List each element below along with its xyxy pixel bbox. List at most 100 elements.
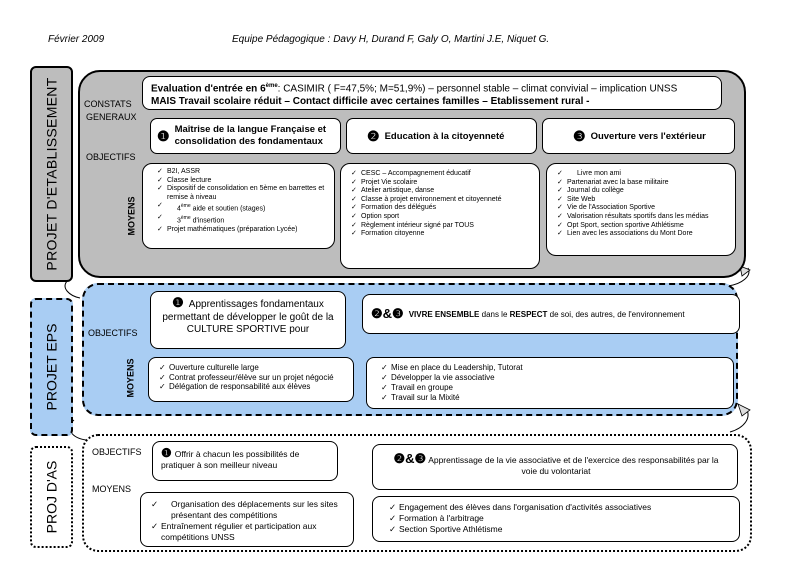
as-moyens-1-item: Organisation des déplacements sur les si… (151, 499, 347, 521)
constats-label: CONSTATS (84, 99, 132, 109)
constats-line-1-bold: Evaluation d'entrée en 6 (151, 83, 266, 95)
etablissement-moyens-label-text: MOYENS (126, 196, 137, 236)
eps-objective-2-post: de soi, des autres, de l'environnement (547, 309, 685, 319)
eps-objective-2-number: ❷&❸ (371, 306, 404, 321)
as-objective-2-number: ❷&❸ (393, 451, 427, 466)
eps-moyens-1-item: Contrat professeur/élève sur un projet n… (159, 373, 347, 383)
objective-1-number: ❶ (157, 127, 170, 144)
constats-line-2: MAIS Travail scolaire réduit – Contact d… (151, 96, 590, 108)
eps-objective-2: ❷&❸ VIVRE ENSEMBLE dans le RESPECT de so… (362, 294, 740, 334)
moyens-1-item-rest: d'insertion (190, 217, 225, 225)
as-objectifs-label: OBJECTIFS (92, 447, 142, 457)
constats-line-1: Evaluation d'entrée en 6ème: CASIMIR ( F… (151, 80, 713, 95)
as-moyens-2-item: Section Sportive Athlétisme (389, 524, 733, 535)
etablissement-objectifs-label: OBJECTIFS (86, 152, 136, 162)
moyens-2-item: CESC – Accompagnement éducatif (351, 170, 533, 179)
eps-moyens-2: Mise en place du Leadership, Tutorat Dév… (366, 357, 734, 409)
eps-moyens-label: MOYENS (118, 356, 142, 400)
etablissement-moyens-label: MOYENS (120, 188, 142, 244)
as-moyens-1: Organisation des déplacements sur les si… (140, 492, 354, 547)
as-moyens-label: MOYENS (92, 484, 132, 494)
moyens-1-item-sup: ème (180, 215, 191, 222)
moyens-3-item: Livre mon ami (557, 170, 729, 179)
objective-2-number: ❷ (367, 127, 380, 144)
eps-objective-2-text: VIVRE ENSEMBLE dans le RESPECT de soi, d… (409, 310, 685, 319)
connector-arrowhead-right-1 (739, 265, 751, 277)
objective-3-text: Ouverture vers l'extérieur (590, 130, 706, 142)
as-side-label: PROJ D'AS (30, 446, 73, 548)
moyens-3-item: Valorisation résultats sportifs dans les… (557, 213, 729, 222)
eps-moyens-1-item: Délégation de responsabilité aux élèves (159, 382, 347, 392)
moyens-1-item: Projet mathématiques (préparation Lycée) (157, 226, 328, 235)
moyens-2-item: Règlement intérieur signé par TOUS (351, 222, 533, 231)
moyens-1-item-num: 3 (177, 217, 181, 225)
eps-moyens-1: Ouverture culturelle large Contrat profe… (148, 357, 354, 402)
eps-objective-2-mid: dans le (479, 309, 510, 319)
as-objective-1-number: ❶ (161, 446, 172, 460)
eps-objective-2-bold-1: VIVRE ENSEMBLE (408, 309, 480, 319)
moyens-2-item: Projet Vie scolaire (351, 179, 533, 188)
moyens-1-item: Dispositif de consolidation en 5ème en b… (157, 185, 328, 202)
constats-label-2: GENERAUX (86, 112, 137, 122)
eps-moyens-2-item: Mise en place du Leadership, Tutorat (381, 363, 727, 373)
etablissement-side-label-text: PROJET D'ETABLISSEMENT (43, 77, 60, 271)
etablissement-objective-2: ❷ Education à la citoyenneté (346, 118, 537, 154)
eps-moyens-2-item: Travail sur la Mixité (381, 393, 727, 403)
moyens-2-item: Formation des délégués (351, 204, 533, 213)
connector-arrow-left-1 (64, 279, 81, 299)
eps-objective-1-number: ❶ (172, 295, 184, 310)
eps-moyens-1-item: Ouverture culturelle large (159, 363, 347, 373)
moyens-3-item: Vie de l'Association Sportive (557, 204, 729, 213)
as-moyens-2-item: Engagement des élèves dans l'organisatio… (389, 502, 733, 513)
moyens-2-item: Formation citoyenne (351, 230, 533, 239)
objective-2-text: Education à la citoyenneté (384, 130, 505, 142)
moyens-1-item: Classe lecture (157, 177, 328, 186)
moyens-3-item: Lien avec les associations du Mont Dore (557, 230, 729, 239)
eps-objective-2-bold-2: RESPECT (509, 309, 548, 319)
eps-objectifs-label: OBJECTIFS (88, 328, 138, 338)
etablissement-moyens-1: B2I, ASSR Classe lecture Dispositif de c… (142, 163, 335, 249)
as-objective-2-text: Apprentissage de la vie associative et d… (428, 455, 719, 476)
as-side-label-text: PROJ D'AS (43, 460, 60, 534)
etablissement-moyens-2: CESC – Accompagnement éducatif Projet Vi… (340, 163, 540, 269)
moyens-2-item: Atelier artistique, danse (351, 187, 533, 196)
as-moyens-2-item: Formation à l'arbitrage (389, 513, 733, 524)
moyens-1-item-sup: ème (180, 203, 191, 210)
moyens-1-item: 4ème aide et soutien (stages) (157, 202, 328, 214)
header-team: Equipe Pédagogique : Davy H, Durand F, G… (232, 34, 550, 45)
eps-moyens-label-text: MOYENS (125, 358, 136, 398)
etablissement-objective-3: ❸ Ouverture vers l'extérieur (542, 118, 735, 154)
header-date: Février 2009 (48, 34, 105, 45)
eps-moyens-2-item: Travail en groupe (381, 383, 727, 393)
eps-moyens-2-item: Développer la vie associative (381, 373, 727, 383)
as-objective-1-text: Offrir à chacun les possibilités de prat… (161, 449, 300, 470)
moyens-1-item-num: 4 (177, 205, 181, 213)
moyens-2-item: Classe à projet environnement et citoyen… (351, 196, 533, 205)
etablissement-objective-1: ❶ Maîtrise de la langue Française et con… (150, 118, 341, 154)
moyens-3-item: Partenariat avec la base militaire (557, 179, 729, 188)
moyens-1-item-rest: aide et soutien (stages) (190, 205, 266, 213)
moyens-3-item: Opt Sport, section sportive Athlétisme (557, 222, 729, 231)
as-moyens-2: Engagement des élèves dans l'organisatio… (372, 496, 740, 542)
constats-sup: ème (265, 83, 278, 89)
eps-objective-1-text: Apprentissages fondamentaux permettant d… (162, 299, 334, 335)
moyens-2-item: Option sport (351, 213, 533, 222)
moyens-3-item: Site Web (557, 196, 729, 205)
moyens-3-item: Journal du collège (557, 187, 729, 196)
constats-box: Evaluation d'entrée en 6ème: CASIMIR ( F… (142, 76, 722, 110)
eps-side-label: PROJET EPS (30, 298, 73, 436)
objective-1-text: Maîtrise de la langue Française et conso… (174, 124, 327, 147)
as-moyens-1-item: Entraînement régulier et participation a… (151, 521, 347, 543)
eps-side-label-text: PROJET EPS (43, 323, 60, 411)
etablissement-side-label: PROJET D'ETABLISSEMENT (30, 66, 73, 282)
connector-arrowhead-right-2 (737, 403, 751, 417)
moyens-1-item: B2I, ASSR (157, 168, 328, 177)
moyens-1-item: 3ème d'insertion (157, 214, 328, 226)
objective-3-number: ❸ (573, 127, 586, 144)
etablissement-moyens-3: Livre mon ami Partenariat avec la base m… (546, 163, 736, 256)
constats-line-1-rest: : CASIMIR ( F=47,5%; M=51,9%) – personne… (277, 83, 678, 95)
